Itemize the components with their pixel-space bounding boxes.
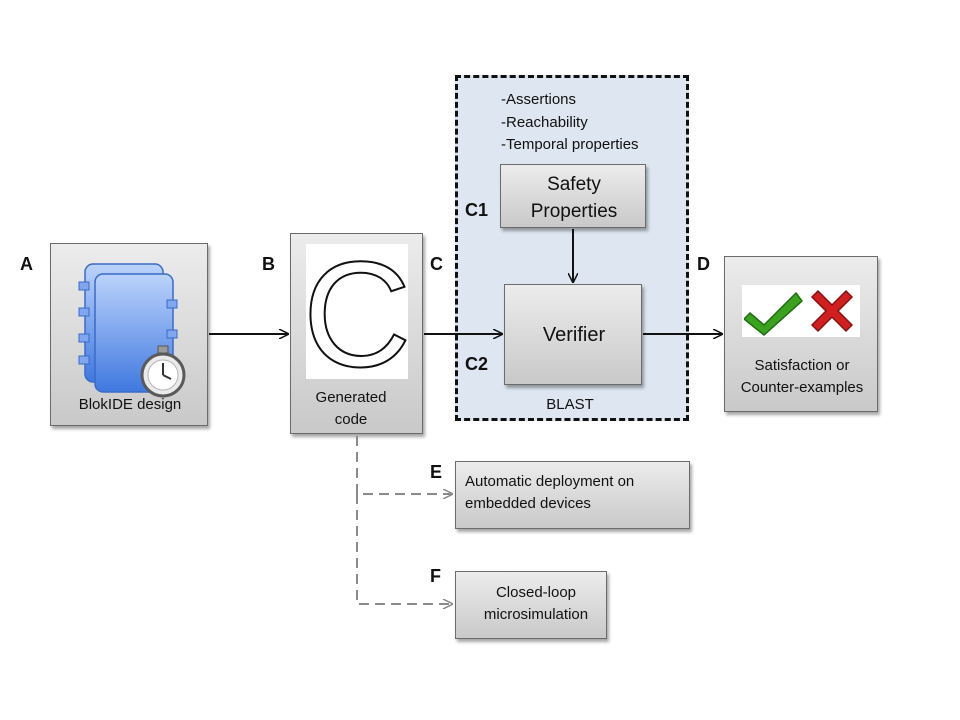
c-language-glyph-panel: C — [302, 229, 412, 399]
satisfaction-label-line2: Counter-examples — [740, 379, 864, 396]
property-item: -Reachability — [501, 113, 588, 131]
stage-letter-f: F — [430, 566, 441, 586]
stage-letter-c: C — [430, 254, 443, 274]
dashed-arrow-to-f — [356, 494, 452, 604]
deployment-box: Automatic deployment on embedded devices — [455, 461, 690, 529]
cross-icon — [810, 289, 854, 333]
stage-letter-c1: C1 — [465, 200, 489, 220]
safety-properties-box: Safety Properties — [500, 164, 646, 228]
stage-letter-c2: C2 — [465, 354, 489, 374]
generated-code-label-line1: Generated — [315, 389, 387, 406]
verifier-box: Verifier — [504, 284, 642, 385]
safety-properties-label-line2: Properties — [530, 201, 618, 222]
safety-properties-label-line1: Safety — [547, 174, 601, 195]
deployment-label-line2: embedded devices — [465, 495, 591, 512]
stopwatch-icon — [140, 345, 186, 398]
satisfaction-label: Satisfaction or Counter-examples — [725, 355, 879, 399]
stage-letter-a: A — [20, 254, 33, 274]
generated-code-box: C Generated code — [290, 229, 423, 434]
blokide-design-label: BlokIDE design — [78, 396, 182, 413]
deployment-label: Automatic deployment on embedded devices — [465, 471, 634, 515]
stage-letter-d: D — [697, 254, 710, 274]
microsimulation-label-line2: microsimulation — [483, 606, 589, 623]
c-glyph-text: C — [306, 244, 408, 379]
result-icons-panel — [742, 285, 860, 337]
stage-letter-e: E — [430, 462, 443, 482]
satisfaction-label-line1: Satisfaction or — [754, 357, 850, 374]
safety-properties-label: Safety Properties — [501, 171, 647, 225]
stage-letter-b: B — [262, 254, 275, 274]
microsimulation-label-line1: Closed-loop — [495, 584, 577, 601]
property-item: -Assertions — [501, 91, 577, 108]
c-language-glyph: C — [302, 229, 412, 399]
properties-list: -Assertions -Reachability -Temporal prop… — [501, 89, 639, 157]
generated-code-label-line2: code — [334, 411, 368, 428]
satisfaction-box: Satisfaction or Counter-examples — [724, 256, 878, 412]
deployment-label-line1: Automatic deployment on — [465, 473, 635, 490]
generated-code-label: Generated code — [291, 387, 411, 431]
verifier-label: Verifier — [542, 324, 606, 346]
property-item: -Temporal properties — [501, 136, 639, 153]
microsimulation-label: Closed-loop microsimulation — [456, 582, 616, 626]
checkmark-icon — [744, 291, 804, 336]
blokide-design-box: BlokIDE design — [50, 243, 208, 426]
microsimulation-box: Closed-loop microsimulation — [455, 571, 607, 639]
dashed-arrow-to-e — [356, 436, 452, 494]
blast-label: BLAST — [546, 396, 594, 413]
